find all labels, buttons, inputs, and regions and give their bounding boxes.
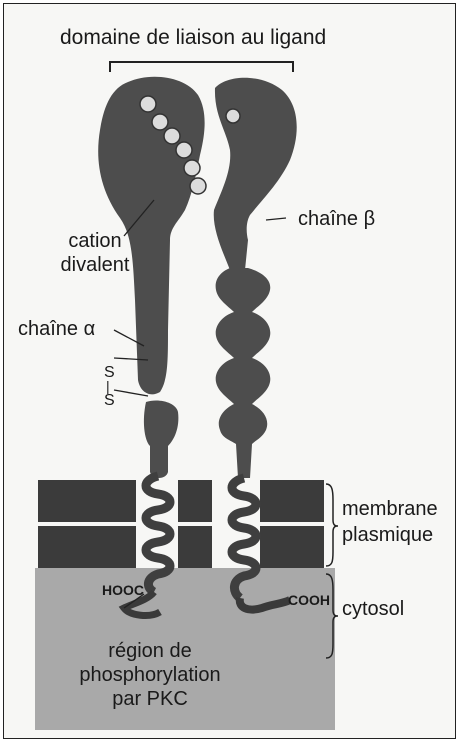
phospho-label-line2: phosphorylation xyxy=(40,664,260,687)
ligand-domain-label: domaine de liaison au ligand xyxy=(60,26,326,50)
cooh-label: COOH xyxy=(288,592,330,608)
cation-label-line2: divalent xyxy=(50,254,140,277)
membrane-brace xyxy=(326,484,338,566)
cation-label-line1: cation xyxy=(50,230,140,253)
beta-chain-body xyxy=(216,268,271,478)
disulfide-s-bottom: S xyxy=(104,392,115,410)
alpha-transmembrane-coil xyxy=(146,476,170,592)
beta-chain-label: chaîne β xyxy=(298,208,375,231)
membrane-label-line1: membrane xyxy=(342,498,438,521)
cytosol-label: cytosol xyxy=(342,598,404,621)
hooc-label: HOOC xyxy=(102,582,144,598)
beta-chain-head xyxy=(214,78,297,270)
membrane-bilayer xyxy=(38,480,324,568)
alpha-chain-stalk xyxy=(144,400,178,478)
membrane-label-line2: plasmique xyxy=(342,524,433,547)
ligand-domain-bracket xyxy=(110,62,293,72)
phospho-label-line1: région de xyxy=(60,640,240,663)
alpha-chain-label: chaîne α xyxy=(18,318,95,341)
phospho-label-line3: par PKC xyxy=(60,688,240,711)
